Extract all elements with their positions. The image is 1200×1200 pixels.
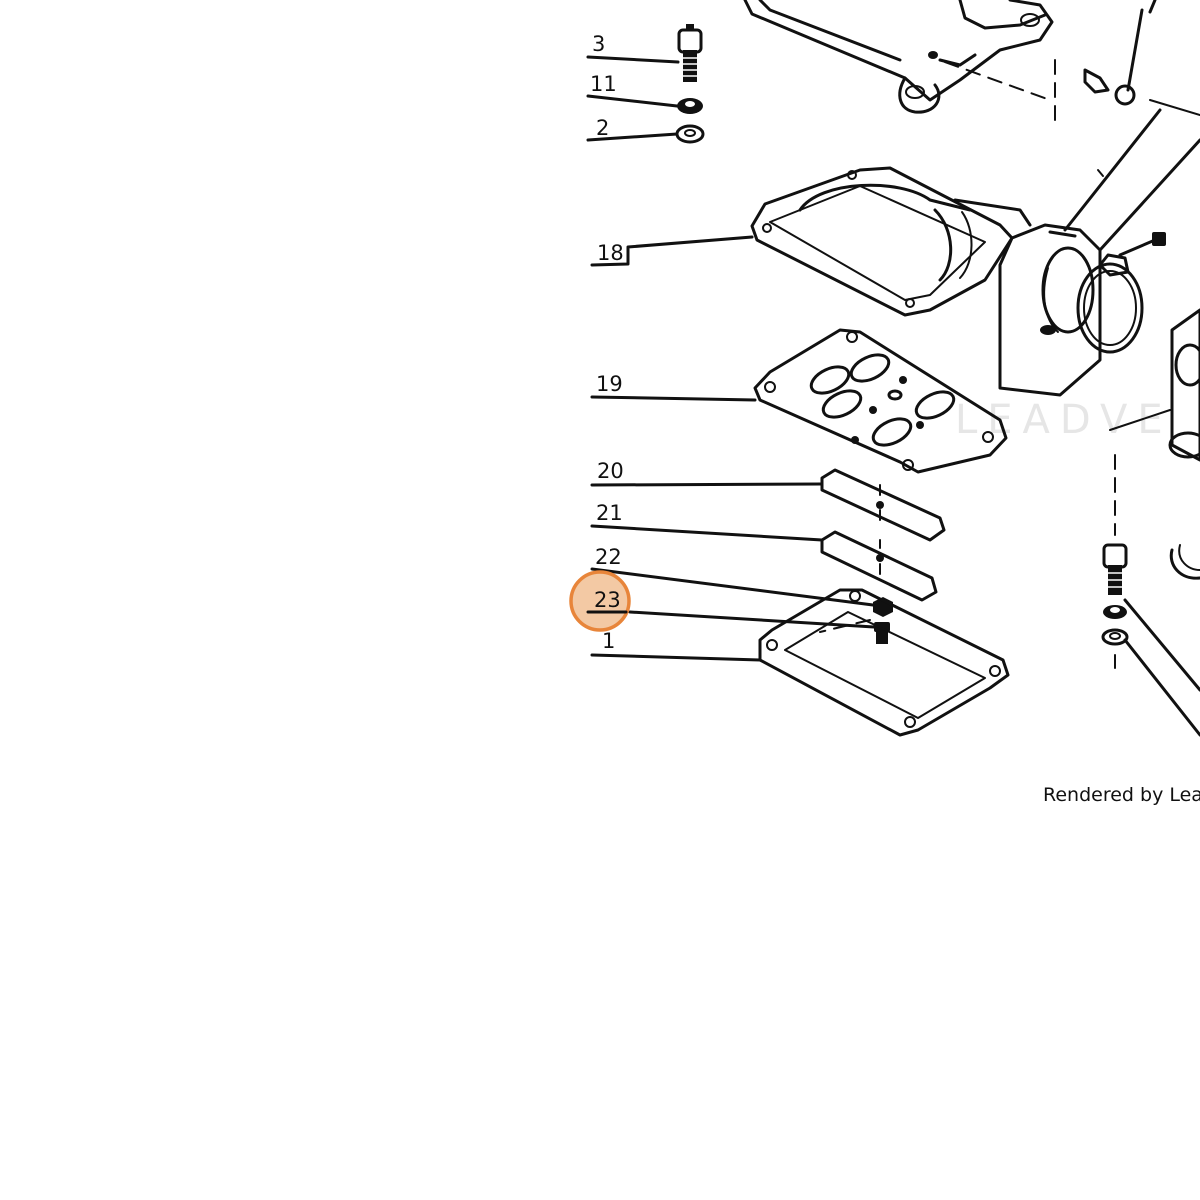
callout-label-20[interactable]: 20 <box>597 459 624 483</box>
leader-lines <box>586 55 876 662</box>
callout-label-11[interactable]: 11 <box>590 72 617 96</box>
spacer-plate-part-19 <box>753 328 1008 474</box>
callout-label-21[interactable]: 21 <box>596 501 623 525</box>
gasket-part-21 <box>820 530 938 602</box>
callout-highlight-marker[interactable] <box>569 570 631 632</box>
elbow-cover-part-18 <box>750 166 1032 317</box>
right-bolt-stack <box>1101 543 1200 737</box>
callout-label-18[interactable]: 18 <box>597 241 624 265</box>
top-bracket-part <box>743 0 1200 129</box>
rendered-by-credit: Rendered by LeadV <box>1043 784 1200 806</box>
watermark-text: LEADVE <box>955 397 1173 443</box>
right-fitting-part <box>1109 308 1200 580</box>
lock-washer-part-11 <box>677 98 703 114</box>
callout-label-3[interactable]: 3 <box>592 32 605 56</box>
pipe-housing-part <box>998 108 1200 397</box>
callout-label-23[interactable]: 23 <box>594 588 621 612</box>
callout-label-19[interactable]: 19 <box>596 372 623 396</box>
gasket-part-20 <box>820 468 946 542</box>
callout-label-22[interactable]: 22 <box>595 545 622 569</box>
callout-labels: 3 11 2 18 19 20 21 22 23 1 <box>586 32 628 653</box>
callout-label-2[interactable]: 2 <box>596 116 609 140</box>
bolt-part-3 <box>677 24 703 82</box>
callout-label-1[interactable]: 1 <box>602 629 615 653</box>
flat-washer-part-2 <box>675 124 705 144</box>
